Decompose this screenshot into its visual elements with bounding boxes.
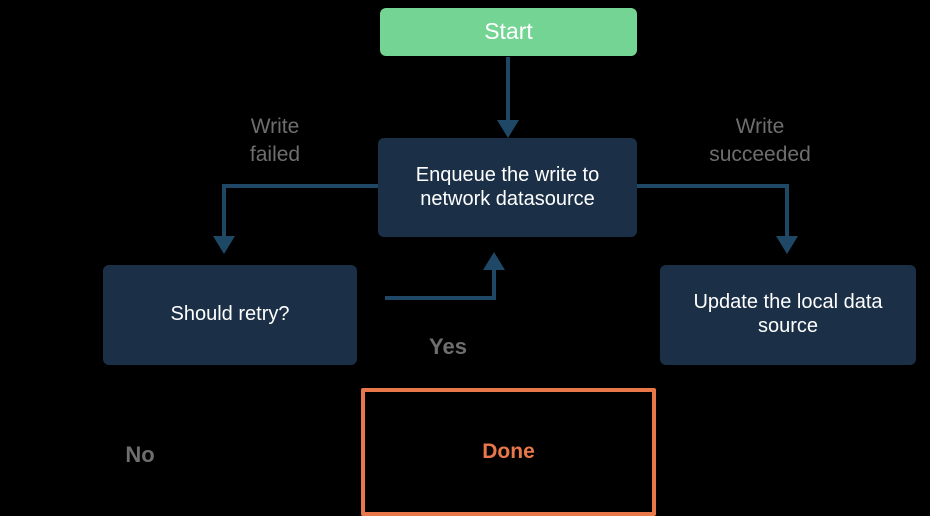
edge-retry-yes-to-enqueue [385, 252, 505, 300]
node-done[interactable]: Done [361, 388, 656, 516]
edge-label-write-failed: Write failed [249, 115, 301, 167]
edge-enqueue-to-update [637, 184, 798, 254]
node-update-local-datasource[interactable]: Update the local data source [660, 265, 916, 365]
node-enqueue-write[interactable]: Enqueue the write to network datasource [378, 138, 637, 237]
edge-label-write-succeeded: Write succeeded [709, 115, 811, 167]
node-start[interactable]: Start [380, 8, 637, 56]
edge-label-no: No [125, 442, 155, 467]
edge-start-to-enqueue [497, 57, 519, 138]
node-should-retry[interactable]: Should retry? [103, 265, 357, 365]
edge-enqueue-to-retry [213, 184, 378, 254]
edge-label-yes: Yes [429, 334, 467, 359]
